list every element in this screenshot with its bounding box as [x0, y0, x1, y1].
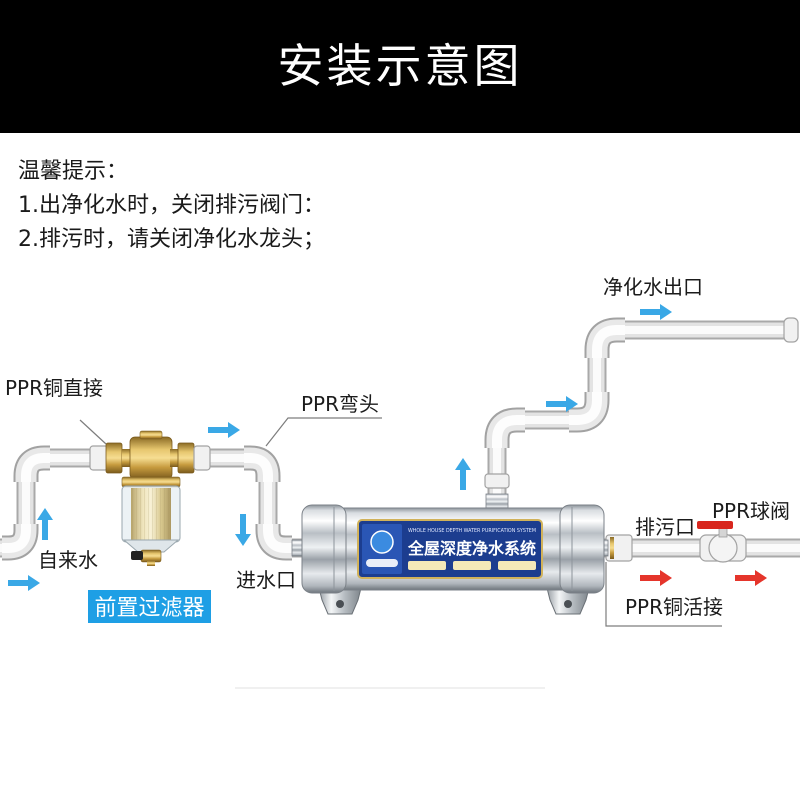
- leader-copper-union: [605, 562, 722, 627]
- purifier-label-plate: WHOLE HOUSE DEPTH WATER PURIFICATION SYS…: [357, 519, 543, 579]
- filter-head: [129, 436, 173, 480]
- arrow-icon-drain-right-2: [735, 570, 767, 586]
- header-banner: 安装示意图: [0, 0, 800, 133]
- purifier-title: 全屋深度净水系统: [407, 539, 536, 558]
- prefilter-badge-bg: [88, 590, 211, 623]
- feature-tag-3: [498, 561, 536, 570]
- filter-mesh-texture: [131, 488, 171, 540]
- label-drain: 排污口: [635, 515, 695, 539]
- arrow-icon-drain-right-1: [640, 570, 672, 586]
- arrow-icon-outlet-up: [455, 458, 471, 490]
- filter-drain-stub: [147, 561, 155, 566]
- filter-right-nut: [177, 442, 195, 474]
- purified-water-outlet-pipe: [487, 320, 790, 506]
- ppr-elbow-fitting-top: [244, 445, 281, 482]
- filter-drain-handle: [131, 551, 143, 560]
- ppr-copper-union: [605, 534, 633, 562]
- prefilter-badge: 前置过滤器: [88, 590, 211, 623]
- filter-left-nut: [105, 442, 123, 474]
- leader-ppr-elbow: [265, 417, 382, 447]
- filter-to-purifier-pipe: [200, 448, 304, 558]
- leader-lines: [79, 417, 722, 627]
- pipe-network: [0, 317, 800, 563]
- filter-top-boss: [139, 430, 163, 440]
- filter-outlet-fitting: [193, 445, 211, 471]
- prefilter-icon: [89, 430, 211, 566]
- page-title: 安装示意图: [277, 39, 523, 93]
- filter-bowl-bottom: [122, 539, 180, 553]
- arrow-icon-tap-up: [37, 508, 53, 540]
- purifier-foot-right-hole: [564, 600, 572, 608]
- label-tap-water: 自来水: [38, 548, 98, 572]
- outlet-elbow-fitting-3: [584, 317, 625, 358]
- outlet-elbow-fitting-2: [569, 392, 610, 433]
- label-ball-valve: PPR球阀: [712, 499, 790, 523]
- logo-caption-bar: [366, 559, 398, 567]
- filter-right-neck: [170, 449, 180, 467]
- purifier-cap-right: [559, 504, 605, 594]
- arrow-icon-outlet-right: [640, 304, 672, 320]
- arrow-icon-outlet-mid-right: [546, 396, 578, 412]
- filter-left-neck: [122, 449, 132, 467]
- ball-valve-handle: [697, 521, 733, 529]
- leader-ppr-copper-straight: [79, 419, 107, 445]
- label-outlet: 净化水出口: [603, 275, 703, 299]
- label-plate-bg: [357, 519, 543, 579]
- ball-valve-icon: [697, 521, 747, 563]
- arrow-icon-tap-right: [8, 575, 40, 591]
- filter-drain-nut: [140, 549, 162, 563]
- label-ppr-elbow: PPR弯头: [301, 392, 379, 416]
- ball-valve-bulb: [708, 533, 738, 563]
- purifier-subtitle: WHOLE HOUSE DEPTH WATER PURIFICATION SYS…: [408, 528, 536, 534]
- purifier-unit: WHOLE HOUSE DEPTH WATER PURIFICATION SYS…: [291, 493, 609, 615]
- arrow-icon-inlet-down: [235, 514, 251, 546]
- flow-arrows: [8, 304, 767, 591]
- outlet-elbow-fitting-1: [484, 407, 525, 448]
- purifier-cap-left: [301, 504, 347, 594]
- elbow-fitting-inlet-top: [13, 445, 50, 482]
- outlet-end-cap: [783, 317, 799, 343]
- feature-tag-2: [453, 561, 491, 570]
- arrow-icon-filter-right: [208, 422, 240, 438]
- outlet-coupler: [484, 473, 510, 489]
- tip-line-1: 1.出净化水时，关闭排污阀门：: [18, 193, 325, 218]
- label-copper-union: PPR铜活接: [625, 595, 723, 619]
- ppr-elbow-fitting-bottom: [255, 524, 292, 561]
- label-inlet: 进水口: [236, 568, 296, 592]
- feature-tag-1: [408, 561, 446, 570]
- tip-line-2: 2.排污时，请关闭净化水龙头；: [18, 227, 325, 252]
- ppr-copper-straight-fitting: [89, 445, 109, 471]
- tips-block: 温馨提示： 1.出净化水时，关闭排污阀门： 2.排污时，请关闭净化水龙头；: [18, 155, 325, 257]
- brand-logo-icon: [370, 530, 394, 554]
- label-prefilter: 前置过滤器: [94, 596, 204, 621]
- purifier-foot-left-hole: [336, 600, 344, 608]
- labels: 净化水出口 PPR铜直接 PPR弯头 自来水 进水口 前置过滤器 排污口 PPR…: [5, 275, 790, 623]
- elbow-fitting-inlet-bottom: [2, 524, 39, 561]
- label-ppr-copper-straight: PPR铜直接: [5, 376, 103, 400]
- tips-heading: 温馨提示：: [18, 159, 129, 184]
